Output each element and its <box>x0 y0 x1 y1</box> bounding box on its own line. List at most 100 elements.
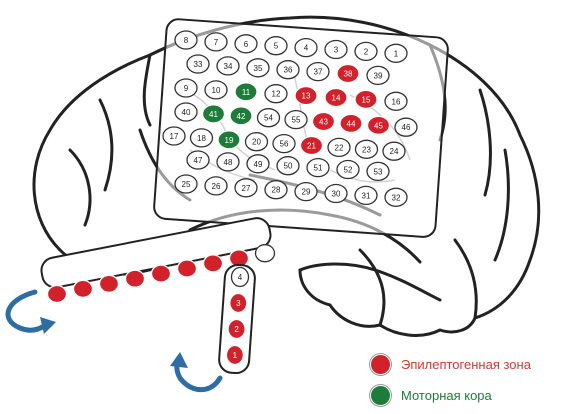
electrode-number: 33 <box>194 60 203 69</box>
electrode-number: 10 <box>212 86 221 95</box>
legend-item-epileptogenic: Эпилептогенная зона <box>370 354 531 375</box>
electrode-number: 15 <box>362 95 371 104</box>
grid-electrode-35: 35 <box>247 59 269 77</box>
electrode-number: 47 <box>194 156 203 165</box>
grid-electrode-38: 38 <box>337 65 359 83</box>
electrode-number: 5 <box>274 42 279 51</box>
grid-electrode-33: 33 <box>187 55 209 73</box>
electrode-number: 13 <box>302 92 311 101</box>
electrode-contact <box>256 245 275 262</box>
electrode-number: 54 <box>264 114 273 123</box>
electrode-number: 37 <box>314 68 323 77</box>
electrode-number: 34 <box>224 62 233 71</box>
grid-electrode-15: 15 <box>355 90 377 108</box>
grid-electrode-40: 40 <box>175 103 197 121</box>
grid-electrode-30: 30 <box>325 185 347 203</box>
electrode-number: 1 <box>233 351 238 360</box>
strip-v-contact-1: 1 <box>226 346 243 365</box>
grid-electrode-43: 43 <box>313 113 335 131</box>
grid-electrode-47: 47 <box>187 151 209 169</box>
electrode-number: 46 <box>402 123 411 132</box>
grid-electrode-18: 18 <box>191 129 213 147</box>
electrode-number: 35 <box>254 64 263 73</box>
grid-electrode-34: 34 <box>217 57 239 75</box>
electrode-number: 29 <box>302 188 311 197</box>
electrode-number: 44 <box>347 119 356 128</box>
grid-electrode-13: 13 <box>295 87 317 105</box>
electrode-number: 27 <box>242 184 251 193</box>
electrode-number: 19 <box>225 136 234 145</box>
electrode-contact <box>126 270 145 287</box>
electrode-number: 23 <box>362 145 371 154</box>
electrode-number: 9 <box>184 84 189 93</box>
electrode-number: 22 <box>335 143 344 152</box>
grid-electrode-36: 36 <box>277 61 299 79</box>
grid-electrode-29: 29 <box>295 183 317 201</box>
grid-electrode-19: 19 <box>218 131 240 149</box>
electrode-number: 36 <box>284 66 293 75</box>
insertion-arrow-bottom <box>170 352 220 390</box>
electrode-number: 26 <box>212 182 221 191</box>
electrode-number: 12 <box>272 90 281 99</box>
electrode-number: 45 <box>374 121 383 130</box>
electrode-number: 21 <box>307 142 316 151</box>
electrode-number: 11 <box>242 88 251 97</box>
electrode-number: 24 <box>390 147 399 156</box>
electrode-number: 20 <box>252 138 261 147</box>
legend-swatch-red <box>370 354 391 375</box>
electrode-contact <box>178 260 197 277</box>
grid-electrode-16: 16 <box>385 92 407 110</box>
grid-electrode-49: 49 <box>247 155 269 173</box>
grid-electrode-27: 27 <box>235 179 257 197</box>
legend-label-motor: Моторная кора <box>401 388 492 403</box>
electrode-number: 53 <box>374 167 383 176</box>
electrode-number: 16 <box>392 97 401 106</box>
strip-h-contact-9 <box>256 245 275 262</box>
electrode-contact <box>100 275 119 292</box>
grid-electrode-17: 17 <box>163 127 185 145</box>
strip-v-contact-2: 2 <box>228 320 245 339</box>
strip-h-contact-2 <box>74 280 93 297</box>
grid-electrode-56: 56 <box>273 135 295 153</box>
electrode-contact <box>152 265 171 282</box>
grid-electrode-20: 20 <box>246 133 268 151</box>
electrode-contact <box>204 255 223 272</box>
electrode-number: 2 <box>234 325 239 334</box>
strip-h-contact-1 <box>48 286 67 303</box>
electrode-number: 55 <box>292 116 301 125</box>
grid-electrode-8: 8 <box>175 31 197 49</box>
grid-electrode-4: 4 <box>295 39 317 57</box>
grid-electrode-25: 25 <box>175 175 197 193</box>
legend-item-motor: Моторная кора <box>370 385 492 406</box>
grid-electrode-11: 11 <box>235 83 257 101</box>
grid-electrode-10: 10 <box>205 81 227 99</box>
legend-swatch-green <box>370 385 391 406</box>
electrode-number: 50 <box>284 162 293 171</box>
strip-h-contact-4 <box>126 270 145 287</box>
electrode-number: 43 <box>319 118 328 127</box>
strip-v-contact-4: 4 <box>232 268 249 287</box>
grid-electrode-54: 54 <box>258 109 280 127</box>
grid-electrode-7: 7 <box>205 33 227 51</box>
grid-electrode-37: 37 <box>307 63 329 81</box>
strip-v-contact-3: 3 <box>230 294 247 313</box>
electrode-number: 4 <box>304 44 309 53</box>
electrode-number: 4 <box>238 273 243 282</box>
electrode-number: 1 <box>394 49 399 58</box>
grid-electrode-24: 24 <box>383 142 405 160</box>
electrode-number: 25 <box>182 180 191 189</box>
grid-electrode-28: 28 <box>265 181 287 199</box>
grid-electrode-6: 6 <box>235 35 257 53</box>
electrode-number: 48 <box>224 158 233 167</box>
electrode-number: 31 <box>362 191 371 200</box>
electrode-number: 51 <box>314 164 323 173</box>
grid-electrode-46: 46 <box>395 118 417 136</box>
grid-electrode-21: 21 <box>301 137 323 155</box>
grid-electrode-23: 23 <box>356 140 378 158</box>
legend: Эпилептогенная зона Моторная кора <box>370 340 575 409</box>
electrode-contact <box>74 280 93 297</box>
grid-electrode-12: 12 <box>265 85 287 103</box>
grid-electrode-14: 14 <box>325 89 347 107</box>
electrode-number: 2 <box>364 47 369 56</box>
